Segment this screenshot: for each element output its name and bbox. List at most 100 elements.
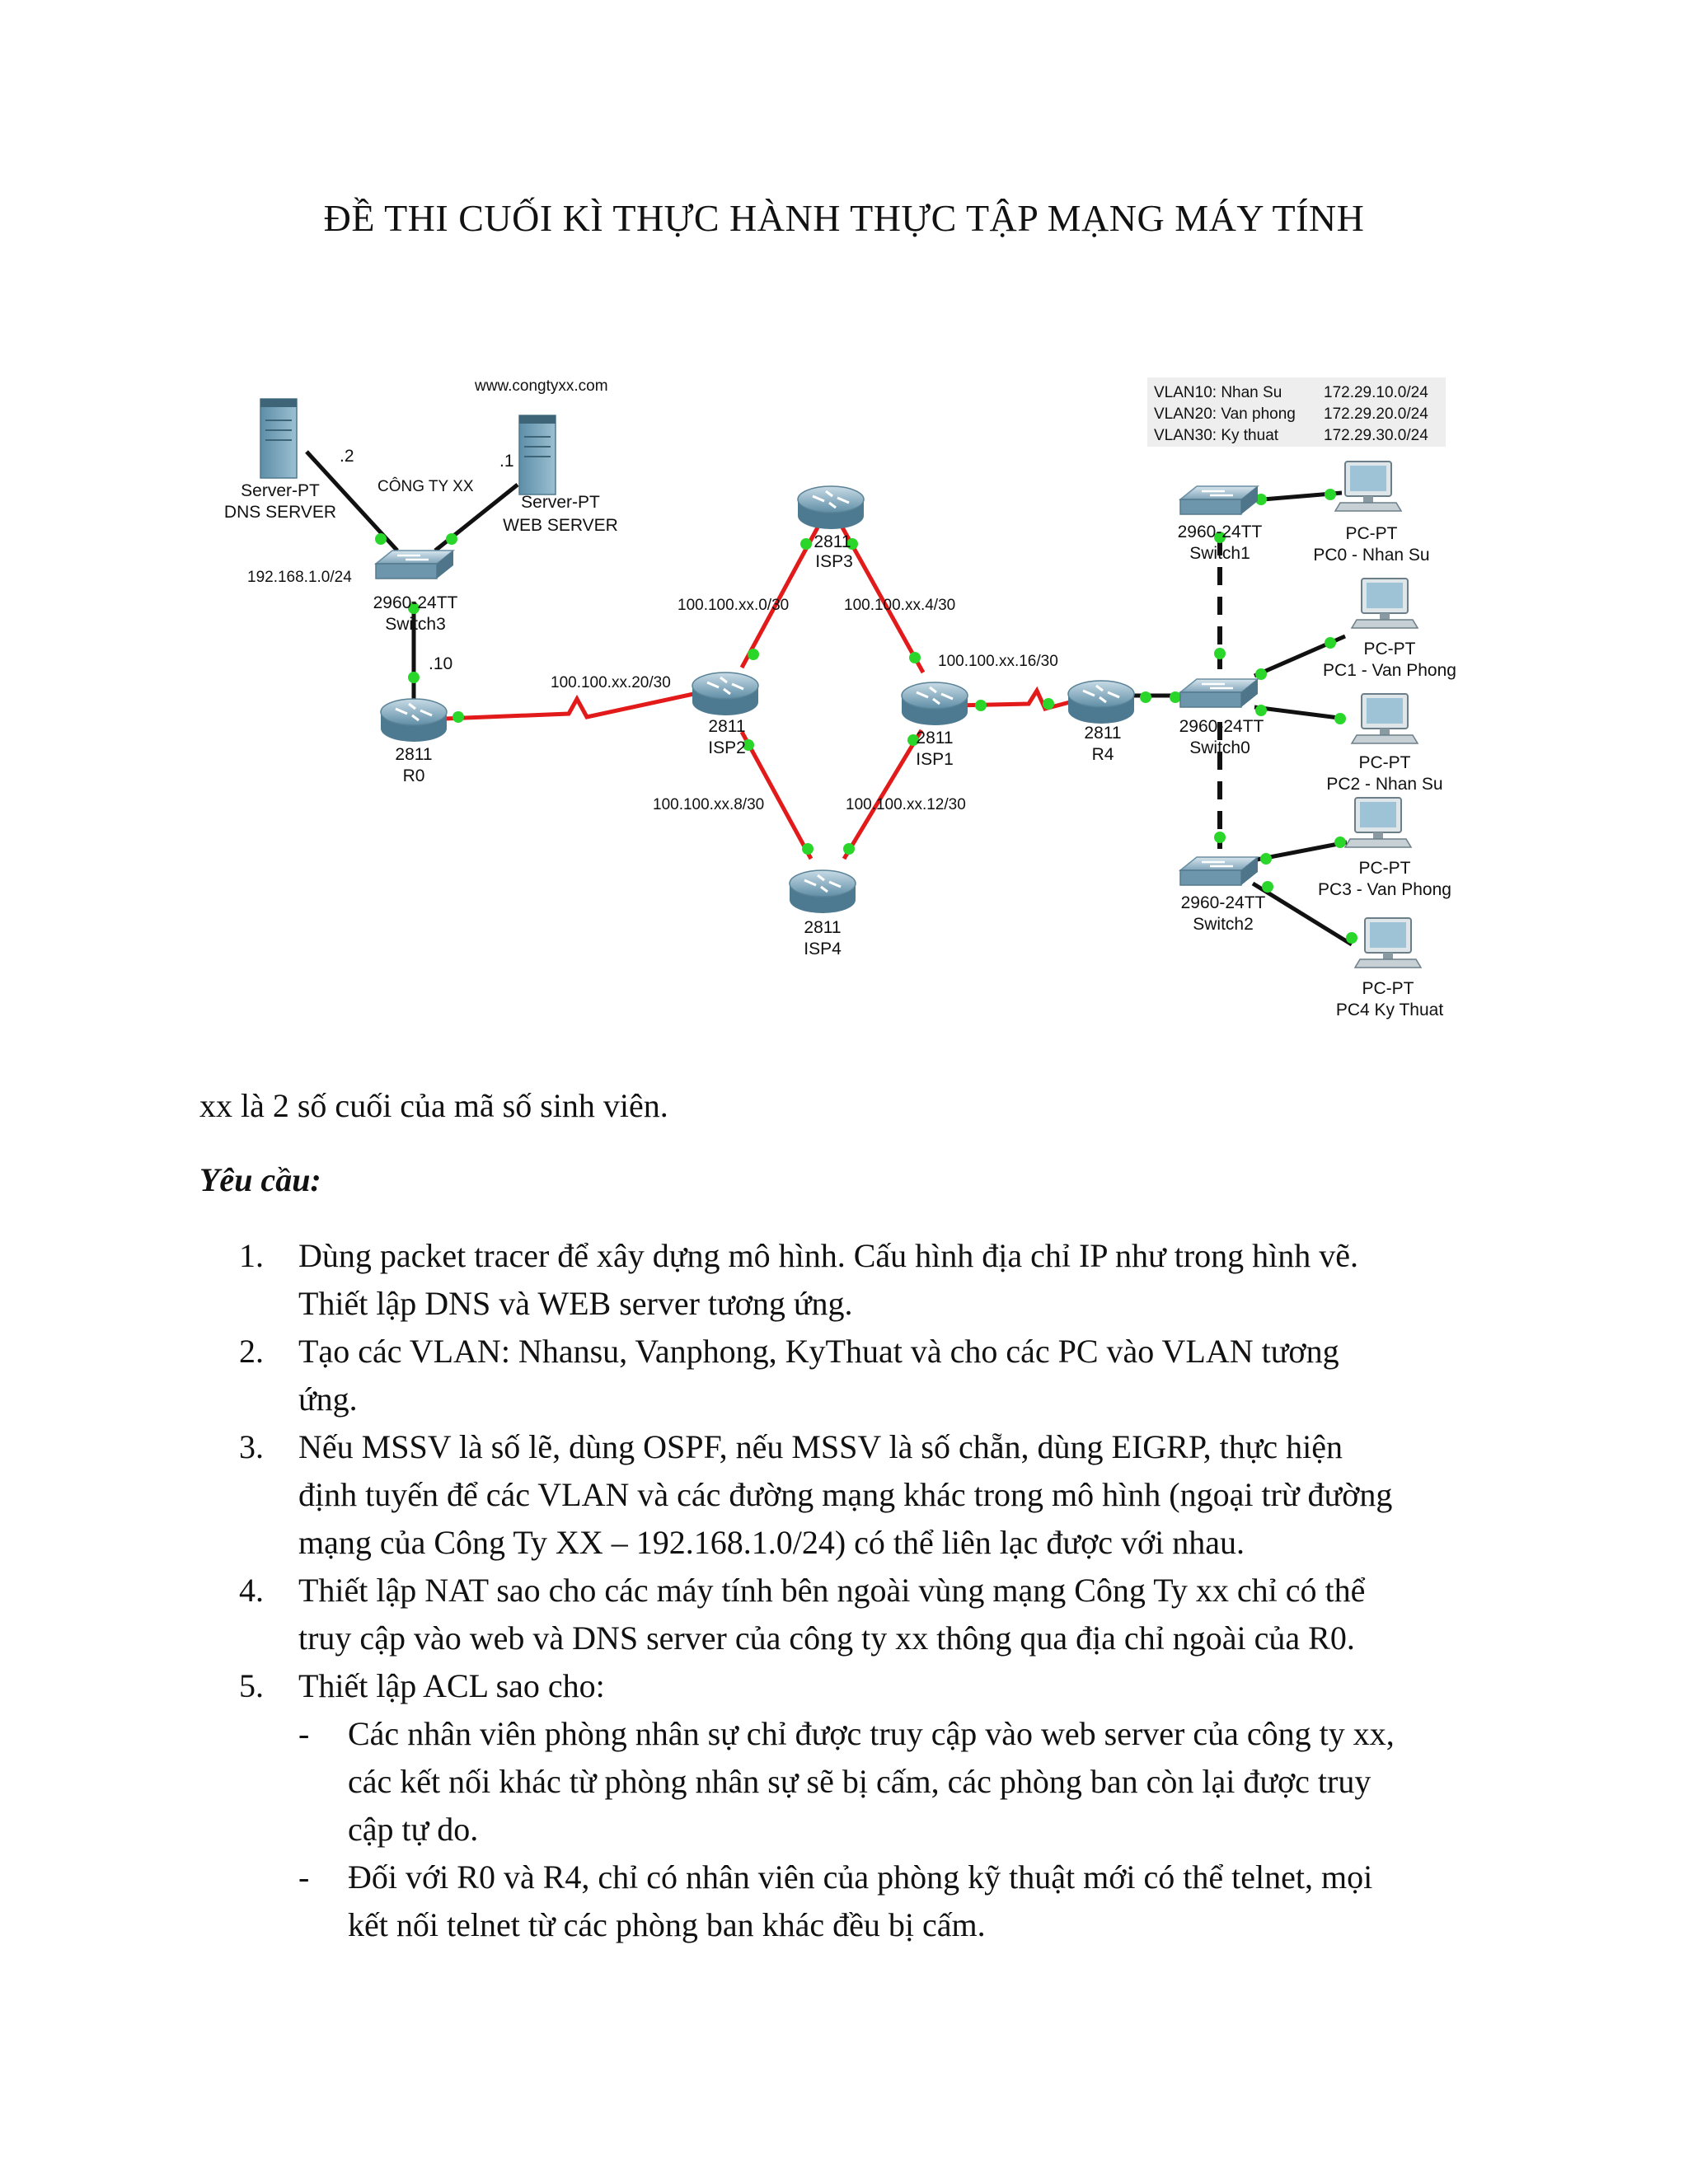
- pc4-type-label: PC-PT: [1362, 979, 1414, 998]
- pc0-icon[interactable]: [1334, 461, 1402, 512]
- requirement-item: 3. Nếu MSSV là số lẽ, dùng OSPF, nếu MSS…: [239, 1423, 1525, 1567]
- dns-name-label: DNS SERVER: [224, 503, 336, 522]
- link-isp2-isp3: [739, 526, 820, 669]
- switch0-icon[interactable]: [1179, 677, 1259, 709]
- isp2-name-label: ISP2: [708, 738, 746, 757]
- acl-line: kết nối telnet từ các phòng ban khác đều…: [348, 1906, 986, 1943]
- link-label-isp4-isp1: 100.100.xx.12/30: [846, 796, 966, 813]
- requirement-number: 3.: [239, 1428, 264, 1465]
- web-name-label: WEB SERVER: [503, 516, 618, 535]
- requirement-line: ứng.: [298, 1380, 358, 1418]
- acl-item: - Các nhân viên phòng nhân sự chỉ được t…: [298, 1710, 1525, 1854]
- web-type-label: Server-PT: [521, 493, 600, 512]
- link-isp4-isp1: [842, 729, 924, 860]
- requirement-line: định tuyến để các VLAN và các đường mạng…: [298, 1476, 1393, 1513]
- switch1-type-label: 2960-24TT: [1178, 523, 1263, 541]
- switch2-name-label: Switch2: [1193, 915, 1254, 934]
- requirement-line: Thiết lập ACL sao cho:: [298, 1667, 605, 1704]
- isp4-type-label: 2811: [804, 918, 841, 937]
- link-switch0-pc2: [1254, 705, 1346, 721]
- requirement-item: 4. Thiết lập NAT sao cho các máy tính bê…: [239, 1567, 1525, 1662]
- switch2-type-label: 2960-24TT: [1181, 893, 1266, 912]
- dns-type-label: Server-PT: [241, 481, 320, 500]
- isp3-router-icon[interactable]: [796, 485, 865, 531]
- vlan30-name: VLAN30: Ky thuat: [1154, 427, 1279, 444]
- requirement-number: 4.: [239, 1572, 264, 1609]
- requirement-line: Nếu MSSV là số lẽ, dùng OSPF, nếu MSSV l…: [298, 1428, 1343, 1465]
- r0-host-label: .10: [429, 654, 452, 673]
- vlan-legend-box: [1147, 377, 1446, 447]
- acl-dash: -: [298, 1858, 310, 1896]
- link-label-r0-isp2: 100.100.xx.20/30: [551, 674, 671, 691]
- pc2-name-label: PC2 - Nhan Su: [1326, 775, 1442, 794]
- link-switch2-pc4: [1251, 881, 1353, 947]
- switch3-type-label: 2960-24TT: [373, 593, 458, 612]
- requirement-number: 2.: [239, 1333, 264, 1370]
- switch1-icon[interactable]: [1179, 485, 1259, 516]
- lan-subnet-label: 192.168.1.0/24: [247, 569, 352, 586]
- switch0-type-label: 2960-24TT: [1179, 717, 1264, 736]
- r0-name-label: R0: [403, 766, 425, 785]
- requirement-line: Thiết lập NAT sao cho các máy tính bên n…: [298, 1572, 1366, 1609]
- pc4-icon[interactable]: [1354, 917, 1422, 968]
- vlan10-subnet: 172.29.10.0/24: [1324, 384, 1428, 401]
- pc0-type-label: PC-PT: [1346, 524, 1398, 543]
- vlan30-subnet: 172.29.30.0/24: [1324, 427, 1428, 444]
- isp4-name-label: ISP4: [804, 940, 842, 958]
- requirements-heading: Yêu cầu:: [199, 1161, 321, 1198]
- isp2-router-icon[interactable]: [691, 671, 760, 717]
- r0-router-icon[interactable]: [379, 697, 448, 743]
- acl-line: các kết nối khác từ phòng nhân sự sẽ bị …: [348, 1763, 1372, 1800]
- switch3-icon[interactable]: [374, 549, 455, 580]
- acl-dash: -: [298, 1715, 310, 1752]
- isp2-type-label: 2811: [708, 717, 745, 736]
- r4-name-label: R4: [1092, 745, 1114, 764]
- pc3-type-label: PC-PT: [1359, 859, 1411, 878]
- isp3-type-label: 2811: [814, 532, 851, 551]
- isp1-router-icon[interactable]: [900, 681, 969, 727]
- r4-router-icon[interactable]: [1067, 679, 1136, 725]
- isp4-router-icon[interactable]: [788, 869, 857, 915]
- acl-line: Đối với R0 và R4, chỉ có nhân viên của p…: [348, 1858, 1373, 1896]
- vlan20-name: VLAN20: Van phong: [1154, 405, 1296, 423]
- pc0-name-label: PC0 - Nhan Su: [1313, 546, 1429, 565]
- r0-type-label: 2811: [395, 745, 432, 764]
- requirement-line: Thiết lập DNS và WEB server tương ứng.: [298, 1285, 853, 1322]
- pc2-type-label: PC-PT: [1359, 753, 1411, 772]
- switch3-name-label: Switch3: [385, 615, 446, 634]
- pc4-name-label: PC4 Ky Thuat: [1336, 1001, 1444, 1019]
- link-isp3-isp1: [840, 526, 926, 674]
- port-indicators: [375, 489, 1357, 944]
- r4-type-label: 2811: [1084, 724, 1121, 743]
- requirements-list: 1. Dùng packet tracer để xây dựng mô hìn…: [239, 1232, 1525, 1949]
- isp3-name-label: ISP3: [815, 552, 853, 571]
- dns-server-icon[interactable]: [260, 398, 298, 479]
- document-title: ĐỀ THI CUỐI KÌ THỰC HÀNH THỰC TẬP MẠNG M…: [323, 197, 1365, 239]
- requirement-line: truy cập vào web và DNS server của công …: [298, 1619, 1355, 1657]
- acl-line: Các nhân viên phòng nhân sự chỉ được tru…: [348, 1715, 1395, 1752]
- requirement-number: 1.: [239, 1237, 264, 1274]
- switch2-icon[interactable]: [1179, 855, 1259, 887]
- acl-item: - Đối với R0 và R4, chỉ có nhân viên của…: [298, 1854, 1525, 1949]
- requirement-line: Tạo các VLAN: Nhansu, Vanphong, KyThuat …: [298, 1333, 1339, 1370]
- vlan20-subnet: 172.29.20.0/24: [1324, 405, 1428, 423]
- link-label-isp1-r4: 100.100.xx.16/30: [938, 653, 1058, 670]
- pc3-icon[interactable]: [1344, 797, 1412, 848]
- requirement-line: Dùng packet tracer để xây dựng mô hình. …: [298, 1237, 1359, 1274]
- isp1-name-label: ISP1: [916, 750, 954, 769]
- requirement-item: 1. Dùng packet tracer để xây dựng mô hìn…: [239, 1232, 1525, 1328]
- company-label: CÔNG TY XX: [377, 477, 474, 495]
- switch0-name-label: Switch0: [1189, 738, 1250, 757]
- pc1-icon[interactable]: [1351, 578, 1418, 629]
- link-r0-isp2: [444, 688, 710, 721]
- pc2-icon[interactable]: [1351, 693, 1418, 744]
- network-topology-diagram: VLAN10: Nhan Su 172.29.10.0/24 VLAN20: V…: [224, 377, 1456, 1019]
- pc3-name-label: PC3 - Van Phong: [1318, 880, 1451, 899]
- requirement-item: 2. Tạo các VLAN: Nhansu, Vanphong, KyThu…: [239, 1328, 1525, 1423]
- link-label-isp2-isp3: 100.100.xx.0/30: [678, 597, 789, 614]
- pc1-name-label: PC1 - Van Phong: [1323, 661, 1456, 680]
- vlan10-name: VLAN10: Nhan Su: [1154, 384, 1282, 401]
- pc1-type-label: PC-PT: [1364, 640, 1416, 658]
- web-host-label: .1: [499, 452, 514, 471]
- web-server-icon[interactable]: [518, 415, 556, 495]
